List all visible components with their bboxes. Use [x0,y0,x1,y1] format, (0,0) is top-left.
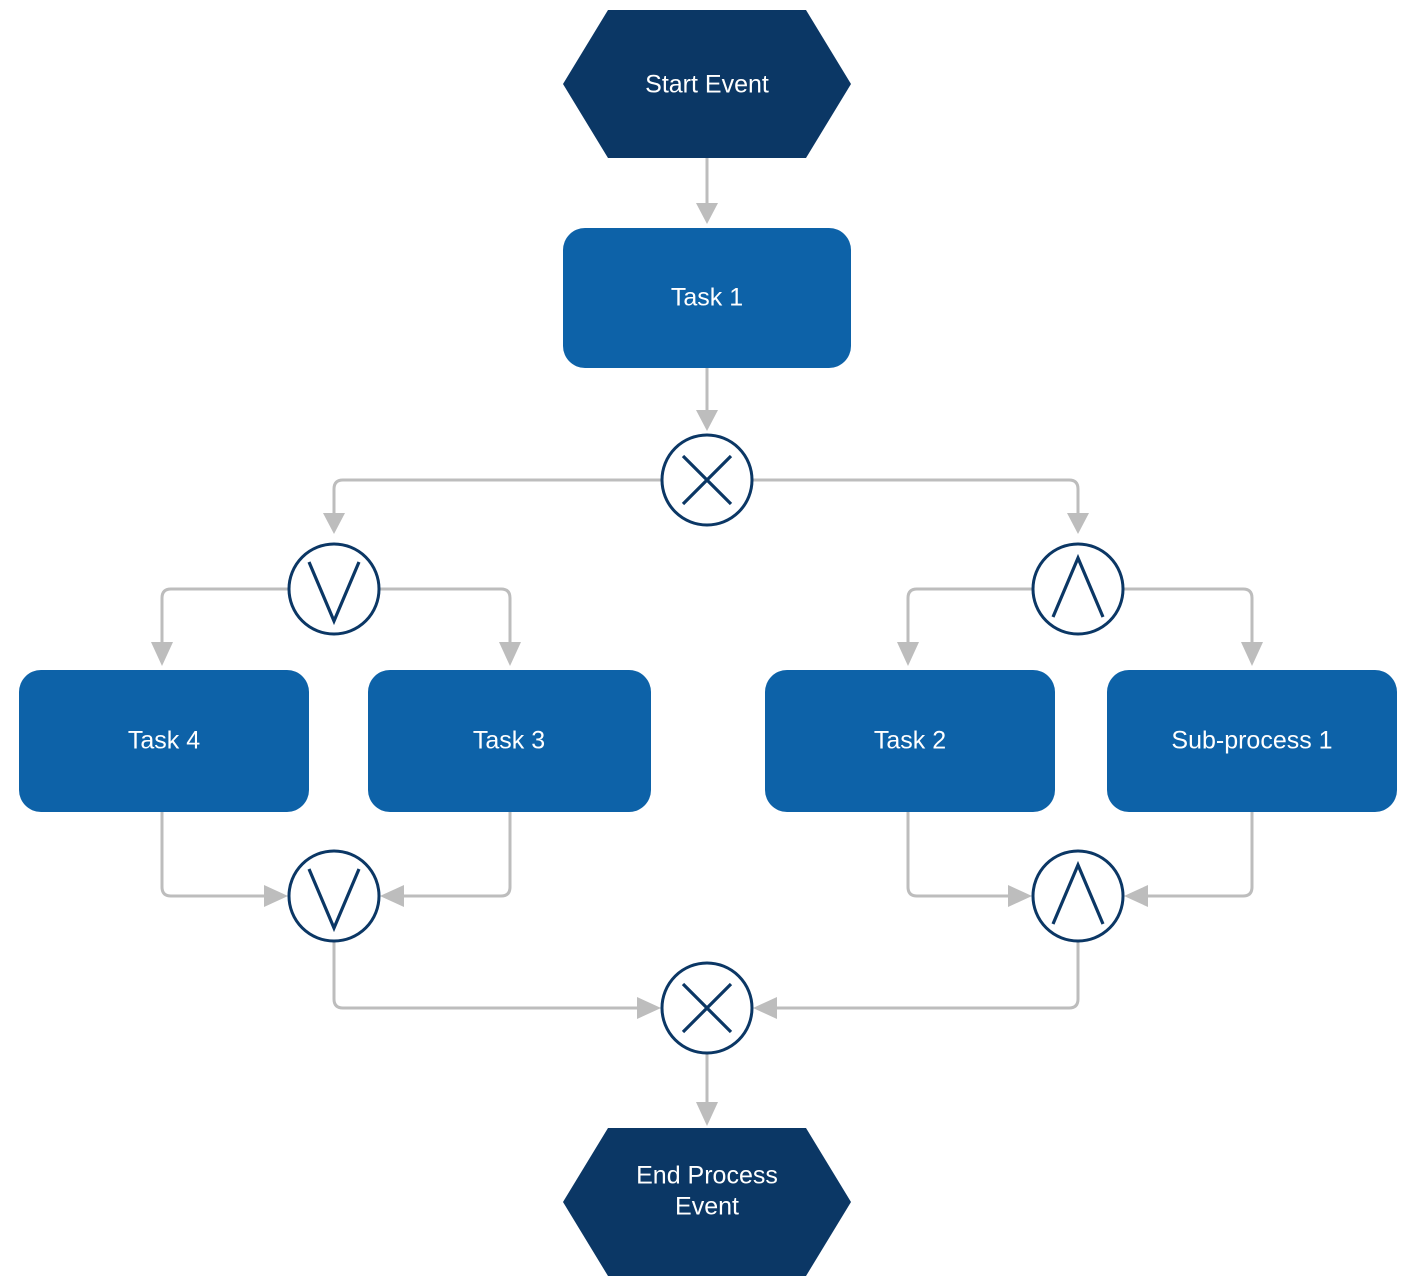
task-2-box [765,670,1055,812]
connector-layer [151,158,1263,1126]
node-task-4[interactable]: Task 4 [19,670,309,812]
node-gateway-merge-parallel[interactable] [1031,849,1125,943]
sub-process-1-box [1107,670,1397,812]
node-gateway-split-exclusive[interactable] [660,433,754,527]
node-task-3[interactable]: Task 3 [368,670,651,812]
exclusive-x-icon [681,454,733,506]
edge-xor-split-to-or-split [323,478,662,534]
parallel-caret-icon [1051,860,1105,925]
node-sub-process-1[interactable]: Sub-process 1 [1107,670,1397,812]
node-task-2[interactable]: Task 2 [765,670,1055,812]
edge-start-to-task1 [696,158,718,224]
task-4-box [19,670,309,812]
edge-and-split-to-subprocess1 [1123,587,1263,666]
edge-task4-to-or-merge [160,812,288,907]
end-event-hexagon [563,1128,851,1276]
edge-or-merge-to-xor-merge [332,941,661,1019]
node-gateway-merge-exclusive[interactable] [660,961,754,1055]
edge-xor-split-to-and-split [752,478,1089,534]
node-gateway-split-inclusive[interactable] [287,542,381,636]
edge-subprocess1-to-and-merge [1124,812,1254,907]
edge-xor-merge-to-end [696,1053,718,1126]
node-gateway-split-parallel[interactable] [1031,542,1125,636]
node-end-event[interactable]: End Process Event [563,1128,851,1276]
edge-task3-to-or-merge [380,812,512,907]
task-1-box [563,228,851,368]
node-task-1[interactable]: Task 1 [563,228,851,368]
inclusive-v-icon [307,868,361,933]
edge-or-split-to-task3 [379,587,521,666]
edge-and-split-to-task2 [897,587,1033,666]
start-event-hexagon [563,10,851,158]
edge-or-split-to-task4 [151,587,289,666]
node-gateway-merge-inclusive[interactable] [287,849,381,943]
task-3-box [368,670,651,812]
edge-and-merge-to-xor-merge [753,941,1080,1019]
node-start-event[interactable]: Start Event [563,10,851,158]
edge-task2-to-and-merge [906,812,1032,907]
inclusive-v-icon [307,561,361,626]
exclusive-x-icon [681,982,733,1034]
edge-task1-to-xor-split [696,368,718,431]
parallel-caret-icon [1051,553,1105,618]
